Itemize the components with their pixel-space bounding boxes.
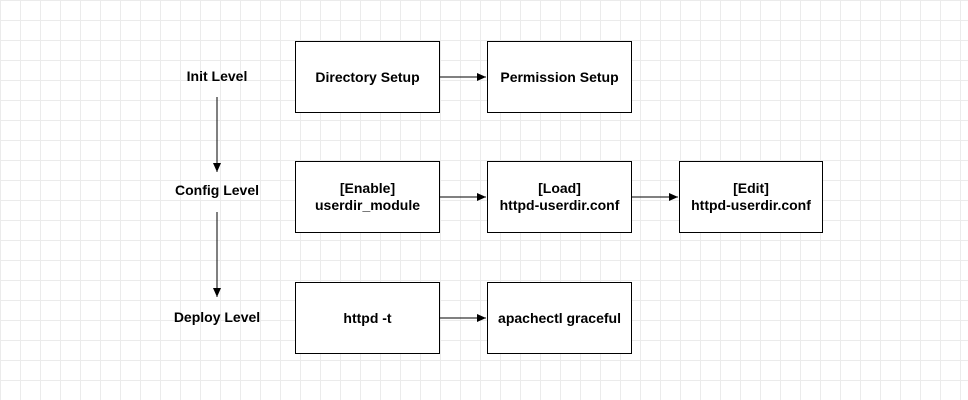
node-load-httpd-userdir-conf[interactable]: [Load] httpd-userdir.conf <box>487 161 632 233</box>
node-httpd-test-label: httpd -t <box>343 309 392 326</box>
node-permission-setup[interactable]: Permission Setup <box>487 41 632 113</box>
node-enable-userdir-module[interactable]: [Enable] userdir_module <box>295 161 440 233</box>
node-permission-setup-label: Permission Setup <box>500 68 619 85</box>
node-edit-tag: [Edit] <box>733 180 769 196</box>
node-enable-target: userdir_module <box>314 197 421 213</box>
node-apachectl-graceful-label: apachectl graceful <box>498 309 621 326</box>
node-directory-setup-label: Directory Setup <box>315 68 420 85</box>
node-apachectl-graceful[interactable]: apachectl graceful <box>487 282 632 354</box>
node-edit-target: httpd-userdir.conf <box>691 197 811 213</box>
node-load-target: httpd-userdir.conf <box>499 197 620 213</box>
level-label-init: Init Level <box>186 68 248 84</box>
node-edit-httpd-userdir-conf[interactable]: [Edit] httpd-userdir.conf <box>679 161 823 233</box>
node-httpd-test[interactable]: httpd -t <box>295 282 440 354</box>
node-load-tag: [Load] <box>538 180 581 196</box>
node-enable-tag: [Enable] <box>339 180 396 196</box>
node-directory-setup[interactable]: Directory Setup <box>295 41 440 113</box>
level-label-deploy: Deploy Level <box>173 309 261 325</box>
level-label-config: Config Level <box>174 182 259 198</box>
